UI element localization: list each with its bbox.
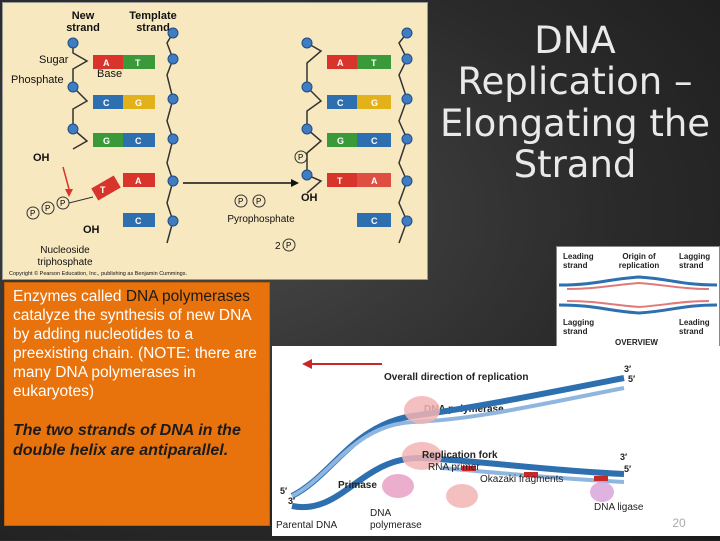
- copyright-note: Copyright © Pearson Education, Inc., pub…: [9, 270, 187, 277]
- label-template-strand: Template: [129, 10, 176, 22]
- paragraph-antiparallel: The two strands of DNA in the double hel…: [13, 422, 241, 459]
- label-sugar: Sugar: [39, 54, 69, 66]
- label-leading-strand-left: Leading: [563, 252, 594, 261]
- label-2p: 2: [275, 241, 281, 252]
- label-dna-polymerase-bottom: DNA: [370, 508, 391, 519]
- label-okazaki: Okazaki fragments: [480, 474, 563, 485]
- base-pairs-left: A T C G G C A C: [93, 55, 155, 227]
- label-lagging-strand-right: Lagging: [679, 252, 710, 261]
- svg-text:3′: 3′: [624, 364, 631, 374]
- dna-polymerases-highlight: DNA polymerases: [125, 288, 250, 305]
- svg-text:polymerase: polymerase: [370, 520, 422, 531]
- svg-text:P: P: [30, 209, 35, 218]
- paragraph-polymerase: Enzymes called DNA polymerases catalyze …: [13, 288, 257, 400]
- label-lagging-strand-left: Lagging: [563, 318, 594, 327]
- arrow-attach: [62, 166, 70, 190]
- label-primase: Primase: [338, 480, 377, 491]
- svg-text:5′: 5′: [624, 464, 631, 474]
- svg-text:strand: strand: [563, 261, 588, 270]
- svg-text:G: G: [135, 98, 142, 108]
- nucleoside-triphosphate: P P P T: [26, 175, 121, 220]
- svg-text:P: P: [286, 241, 291, 250]
- svg-text:3′: 3′: [620, 452, 627, 462]
- svg-text:triphosphate: triphosphate: [37, 257, 92, 268]
- svg-text:T: T: [337, 176, 343, 186]
- slide-number: 20: [672, 516, 686, 530]
- label-dna-ligase: DNA ligase: [594, 502, 644, 513]
- svg-text:5′: 5′: [628, 374, 635, 384]
- svg-text:A: A: [337, 58, 344, 68]
- svg-text:T: T: [371, 58, 377, 68]
- label-base: Base: [97, 68, 122, 80]
- svg-text:P: P: [256, 197, 261, 206]
- svg-text:G: G: [337, 136, 344, 146]
- slide-title: DNA Replication – Elongating the Strand: [439, 19, 711, 187]
- label-overall-direction: Overall direction of replication: [384, 372, 528, 383]
- label-new-strand: New: [72, 10, 95, 22]
- label-origin: Origin of: [622, 252, 656, 261]
- label-rna-primer: RNA primer: [428, 462, 480, 473]
- notes-textbox: Enzymes called DNA polymerases catalyze …: [4, 282, 270, 526]
- elongation-svg: New strand Template strand Sugar Phospha…: [9, 10, 413, 277]
- svg-text:C: C: [371, 216, 378, 226]
- svg-text:G: G: [103, 136, 110, 146]
- svg-text:A: A: [103, 58, 110, 68]
- label-leading-strand-right: Leading: [679, 318, 710, 327]
- svg-text:A: A: [371, 176, 378, 186]
- label-phosphate: Phosphate: [11, 74, 64, 86]
- svg-text:A: A: [135, 176, 142, 186]
- svg-text:5′: 5′: [280, 486, 287, 496]
- svg-text:strand: strand: [679, 261, 704, 270]
- svg-text:strand: strand: [66, 22, 100, 34]
- svg-text:3′: 3′: [288, 496, 295, 506]
- svg-text:C: C: [135, 216, 142, 226]
- svg-text:C: C: [371, 136, 378, 146]
- svg-text:OH: OH: [83, 224, 100, 236]
- elongation-diagram: New strand Template strand Sugar Phospha…: [2, 2, 428, 280]
- svg-text:OH: OH: [301, 192, 318, 204]
- label-nucleoside: Nucleoside: [40, 245, 90, 256]
- svg-text:strand: strand: [136, 22, 170, 34]
- svg-text:G: G: [371, 98, 378, 108]
- backbone-new-left: [72, 43, 89, 150]
- svg-text:T: T: [135, 58, 141, 68]
- overview-diagram: Leading strand Origin of replication Lag…: [556, 246, 720, 348]
- svg-text:P: P: [60, 199, 65, 208]
- svg-text:P: P: [45, 204, 50, 213]
- label-overview: OVERVIEW: [615, 338, 658, 347]
- svg-text:C: C: [135, 136, 142, 146]
- svg-text:T: T: [100, 185, 106, 195]
- svg-text:replication: replication: [619, 261, 660, 270]
- svg-text:P: P: [298, 153, 303, 162]
- label-oh-left: OH: [33, 152, 50, 164]
- label-replication-fork: Replication fork: [422, 450, 498, 461]
- label-pyrophosphate: Pyrophosphate: [227, 214, 295, 225]
- label-parental-dna: Parental DNA: [276, 520, 337, 531]
- base-pairs-right: A T C G G C T A C: [327, 55, 391, 227]
- svg-text:P: P: [238, 197, 243, 206]
- svg-text:C: C: [103, 98, 110, 108]
- svg-text:C: C: [337, 98, 344, 108]
- replication-fork-diagram: Overall direction of replication 3′ 5′ D…: [272, 346, 720, 536]
- svg-text:strand: strand: [679, 327, 704, 336]
- svg-text:strand: strand: [563, 327, 588, 336]
